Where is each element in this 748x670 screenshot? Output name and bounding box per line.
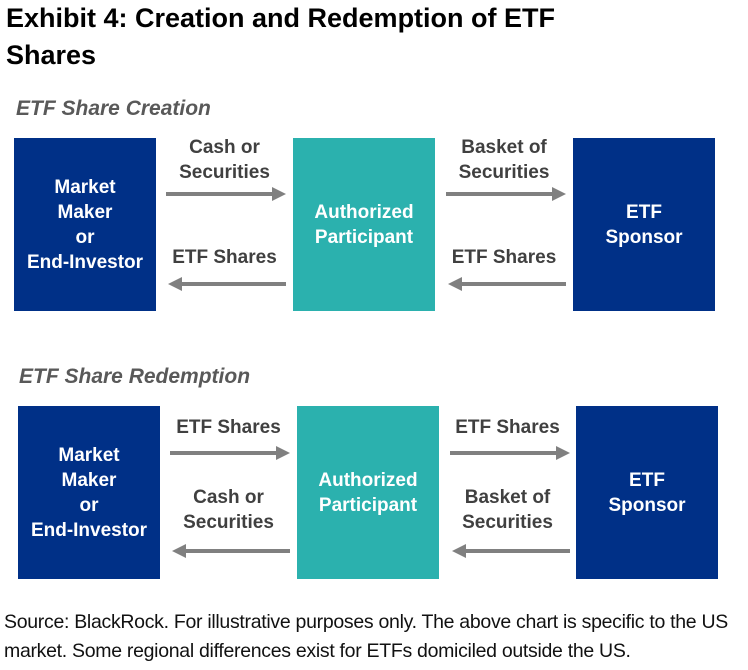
creation-heading: ETF Share Creation [16, 97, 211, 120]
redemption-etf-shares-label-left: ETF Shares [176, 417, 281, 438]
redemption-heading: ETF Share Redemption [19, 365, 251, 388]
redemption-etf-shares-label-right: ETF Shares [455, 417, 560, 438]
creation-market-maker-box: Market Maker or End-Investor [14, 138, 156, 311]
creation-basket-of-securities-label: Basket of Securities [458, 137, 550, 183]
redemption-left-arrow-1 [172, 544, 290, 558]
redemption-etf-sponsor-box: ETF Sponsor [576, 406, 718, 579]
redemption-right-arrow-1 [170, 446, 290, 460]
creation-right-arrow-1 [166, 187, 286, 201]
source-note: Source: BlackRock. For illustrative purp… [4, 611, 728, 662]
creation-etf-sponsor-label: ETF Sponsor [605, 201, 683, 248]
creation-etf-shares-label-left: ETF Shares [172, 247, 277, 268]
creation-authorized-participant-label: Authorized Participant [314, 201, 414, 248]
redemption-market-maker-box: Market Maker or End-Investor [18, 406, 160, 579]
redemption-cash-or-securities-label: Cash or Securities [183, 487, 274, 533]
creation-authorized-participant-box: Authorized Participant [293, 138, 435, 311]
exhibit-title: Exhibit 4: Creation and Redemption of ET… [6, 3, 556, 70]
redemption-right-arrow-2 [450, 446, 570, 460]
creation-right-arrow-2 [446, 187, 566, 201]
creation-etf-sponsor-box: ETF Sponsor [573, 138, 715, 311]
redemption-market-maker-label: Market Maker or End-Investor [30, 444, 148, 541]
redemption-basket-of-securities-label: Basket of Securities [462, 487, 553, 533]
creation-left-arrow-2 [448, 277, 566, 291]
redemption-left-arrow-2 [452, 544, 570, 558]
creation-left-arrow-1 [168, 277, 286, 291]
creation-market-maker-label: Market Maker or End-Investor [26, 176, 144, 273]
redemption-etf-sponsor-label: ETF Sponsor [608, 469, 686, 516]
creation-etf-shares-label-right: ETF Shares [451, 247, 557, 268]
redemption-authorized-participant-box: Authorized Participant [297, 406, 439, 579]
creation-cash-or-securities-label: Cash or Securities [179, 137, 270, 183]
redemption-authorized-participant-label: Authorized Participant [318, 469, 418, 516]
